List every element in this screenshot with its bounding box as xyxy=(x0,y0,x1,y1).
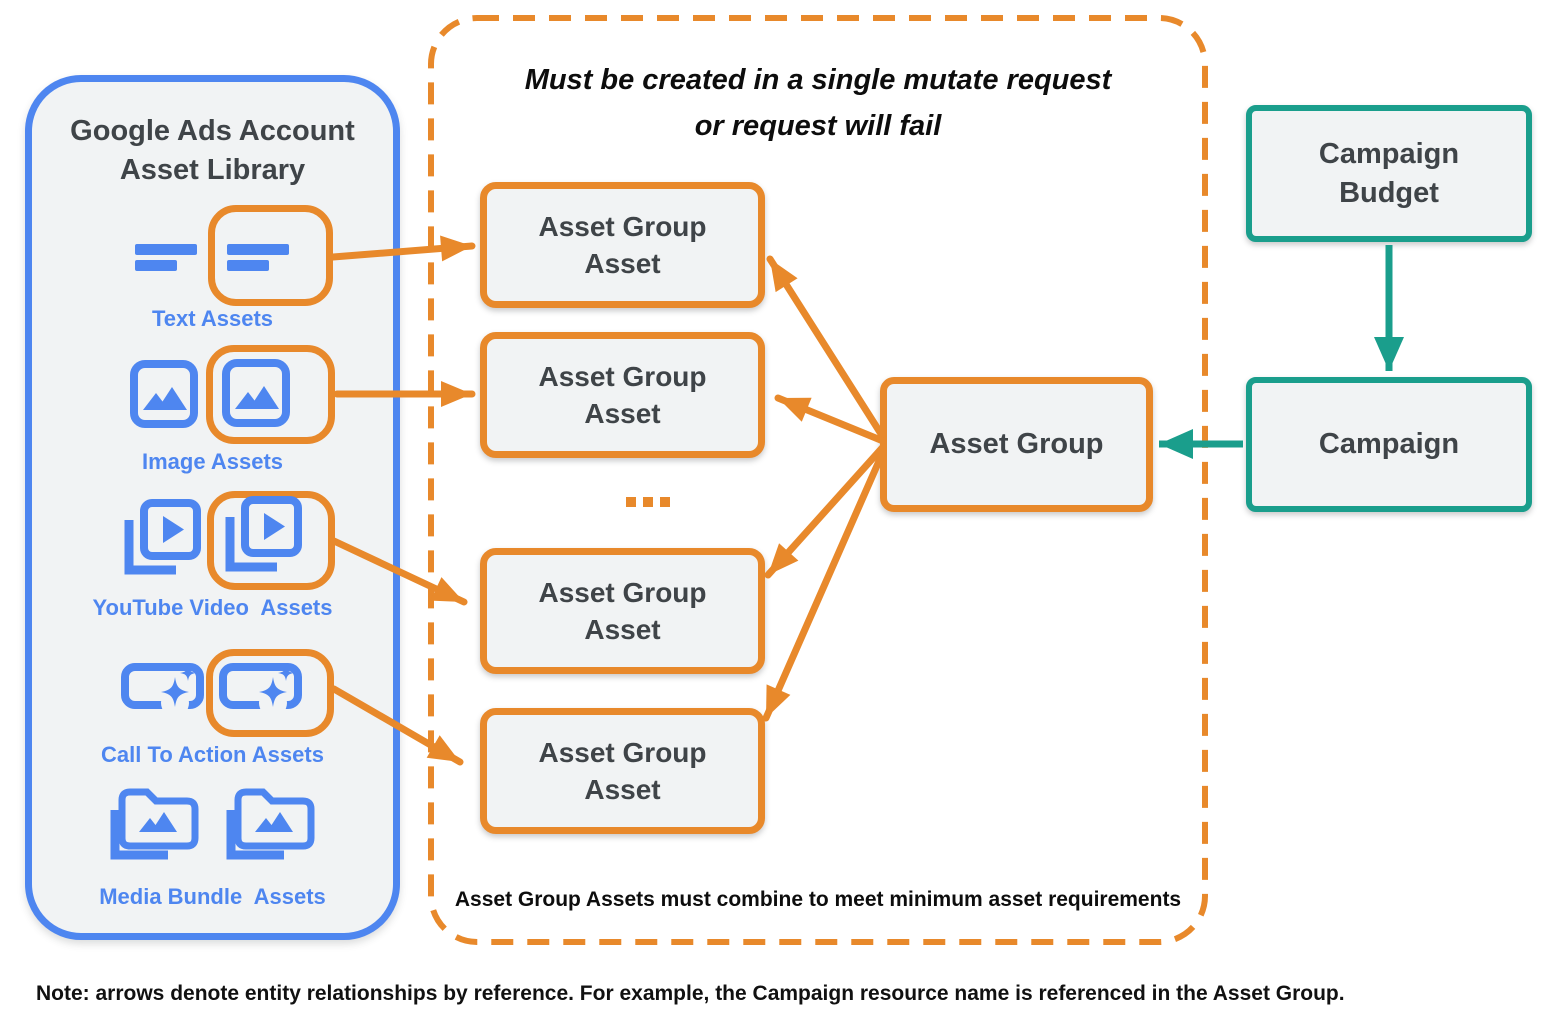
image-photo-icon-highlighted xyxy=(222,359,290,427)
aga2-line1: Asset Group xyxy=(538,361,707,392)
mutate-panel-title: Must be created in a single mutate reque… xyxy=(428,57,1208,149)
asset-group-asset-box-2: Asset Group Asset xyxy=(480,332,765,458)
aga4-line2: Asset xyxy=(584,774,661,805)
aga3-line1: Asset Group xyxy=(538,577,707,608)
text-lines-icon xyxy=(135,244,197,271)
call-to-action-sparkle-icon-highlighted xyxy=(219,663,302,717)
media-folder-icon-2 xyxy=(226,788,315,860)
image-assets-label: Image Assets xyxy=(141,449,284,474)
asset-group-label: Asset Group xyxy=(929,428,1104,460)
aga3-line2: Asset xyxy=(584,614,661,645)
asset-library-title: Google Ads Account Asset Library xyxy=(25,112,400,190)
mutate-title-line1: Must be created in a single mutate reque… xyxy=(524,64,1112,96)
call-to-action-assets-label: Call To Action Assets xyxy=(101,742,324,767)
call-to-action-sparkle-icon xyxy=(121,663,204,717)
campaign-box: Campaign xyxy=(1246,377,1532,512)
asset-library-title-line2: Asset Library xyxy=(119,154,306,186)
mutate-title-line2: or request will fail xyxy=(694,110,942,142)
footer-note: Note: arrows denote entity relationships… xyxy=(36,982,1345,1005)
aga1-line2: Asset xyxy=(584,248,661,279)
video-library-icon xyxy=(124,499,201,575)
ellipsis-dots xyxy=(626,497,670,507)
campaign-budget-box: Campaign Budget xyxy=(1246,105,1532,242)
video-library-icon-highlighted xyxy=(225,496,302,572)
mutate-panel-footnote: Asset Group Assets must combine to meet … xyxy=(454,888,1182,911)
asset-group-box: Asset Group xyxy=(880,377,1153,512)
asset-group-asset-box-1: Asset Group Asset xyxy=(480,182,765,308)
text-assets-label: Text Assets xyxy=(151,306,274,331)
image-photo-icon xyxy=(130,360,198,428)
image-asset-highlight-box xyxy=(206,345,335,444)
campaign-label: Campaign xyxy=(1318,428,1460,460)
asset-group-asset-box-4: Asset Group Asset xyxy=(480,708,765,834)
asset-library-title-line1: Google Ads Account xyxy=(70,115,355,147)
aga1-line1: Asset Group xyxy=(538,211,707,242)
media-folder-icon xyxy=(110,788,199,860)
media-bundle-assets-label: Media Bundle Assets xyxy=(99,884,326,909)
youtube-video-assets-label: YouTube Video Assets xyxy=(92,595,333,620)
campaign-budget-line1: Campaign xyxy=(1318,137,1460,170)
text-lines-icon-highlighted xyxy=(227,244,289,271)
campaign-budget-line2: Budget xyxy=(1339,176,1439,209)
asset-group-asset-box-3: Asset Group Asset xyxy=(480,548,765,674)
aga2-line2: Asset xyxy=(584,398,661,429)
aga4-line1: Asset Group xyxy=(538,737,707,768)
